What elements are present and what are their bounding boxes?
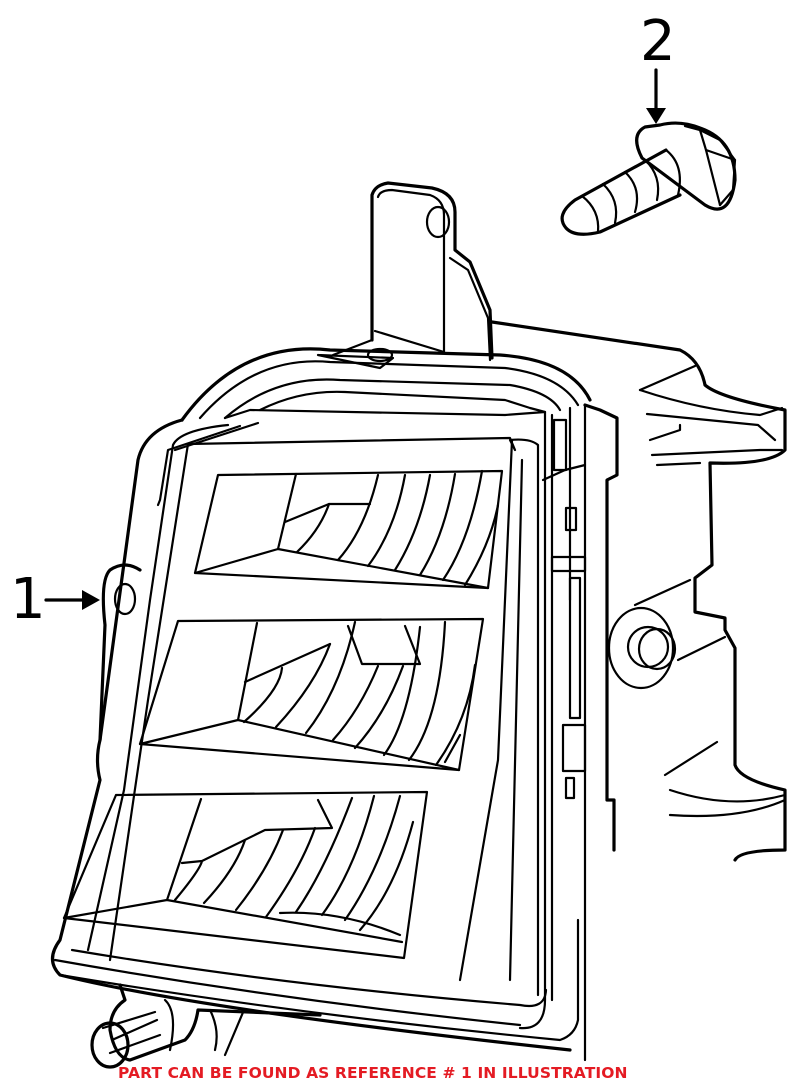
bolt-part-2 bbox=[560, 121, 737, 236]
reference-note: PART CAN BE FOUND AS REFERENCE # 1 IN IL… bbox=[118, 1064, 628, 1082]
callout-1-arrow bbox=[44, 590, 100, 610]
fog-lamp-housing bbox=[50, 181, 787, 1069]
callout-1-label: 1 bbox=[10, 567, 46, 632]
callout-2-arrow bbox=[646, 68, 666, 124]
callout-2-label: 2 bbox=[640, 9, 676, 74]
